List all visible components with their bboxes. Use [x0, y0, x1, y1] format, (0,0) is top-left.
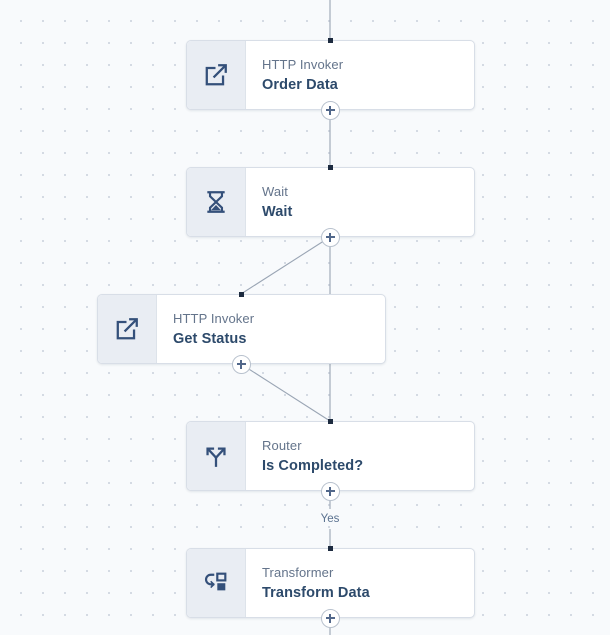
node-body: HTTP Invoker Get Status: [157, 295, 385, 363]
node-get-status[interactable]: HTTP Invoker Get Status: [97, 294, 386, 364]
node-title-label: Get Status: [173, 330, 247, 347]
node-type-label: Wait: [262, 183, 288, 199]
router-fork-icon: [187, 422, 246, 490]
node-transform-data[interactable]: Transformer Transform Data: [186, 548, 475, 618]
add-step-button-after-is-completed[interactable]: [320, 481, 340, 501]
transformer-icon: [187, 549, 246, 617]
node-type-label: HTTP Invoker: [262, 56, 344, 72]
node-title-label: Is Completed?: [262, 457, 364, 474]
node-title-label: Order Data: [262, 76, 338, 93]
node-body: Router Is Completed?: [246, 422, 474, 490]
node-type-label: HTTP Invoker: [173, 310, 255, 326]
edge-wait-to-get-status: [240, 236, 331, 295]
node-is-completed[interactable]: Router Is Completed?: [186, 421, 475, 491]
node-title-label: Wait: [262, 203, 293, 220]
node-title-label: Transform Data: [262, 584, 370, 601]
port-in-wait: [327, 164, 333, 170]
add-step-button-after-order-data[interactable]: [320, 100, 340, 120]
external-link-icon: [187, 41, 246, 109]
port-in-is-completed: [327, 418, 333, 424]
node-order-data[interactable]: HTTP Invoker Order Data: [186, 40, 475, 110]
hourglass-icon: [187, 168, 246, 236]
node-body: HTTP Invoker Order Data: [246, 41, 474, 109]
port-in-order-data: [327, 37, 333, 43]
edge-get-status-to-router: [240, 363, 331, 422]
add-step-button-after-get-status[interactable]: [231, 354, 251, 374]
node-body: Wait Wait: [246, 168, 474, 236]
edge-label-yes: Yes: [315, 512, 345, 526]
add-step-button-after-wait[interactable]: [320, 227, 340, 247]
node-wait[interactable]: Wait Wait: [186, 167, 475, 237]
port-in-get-status: [238, 291, 244, 297]
node-body: Transformer Transform Data: [246, 549, 474, 617]
add-step-button-after-transform-data[interactable]: [320, 608, 340, 628]
port-in-transform-data: [327, 545, 333, 551]
node-type-label: Transformer: [262, 564, 334, 580]
external-link-icon: [98, 295, 157, 363]
node-type-label: Router: [262, 437, 302, 453]
